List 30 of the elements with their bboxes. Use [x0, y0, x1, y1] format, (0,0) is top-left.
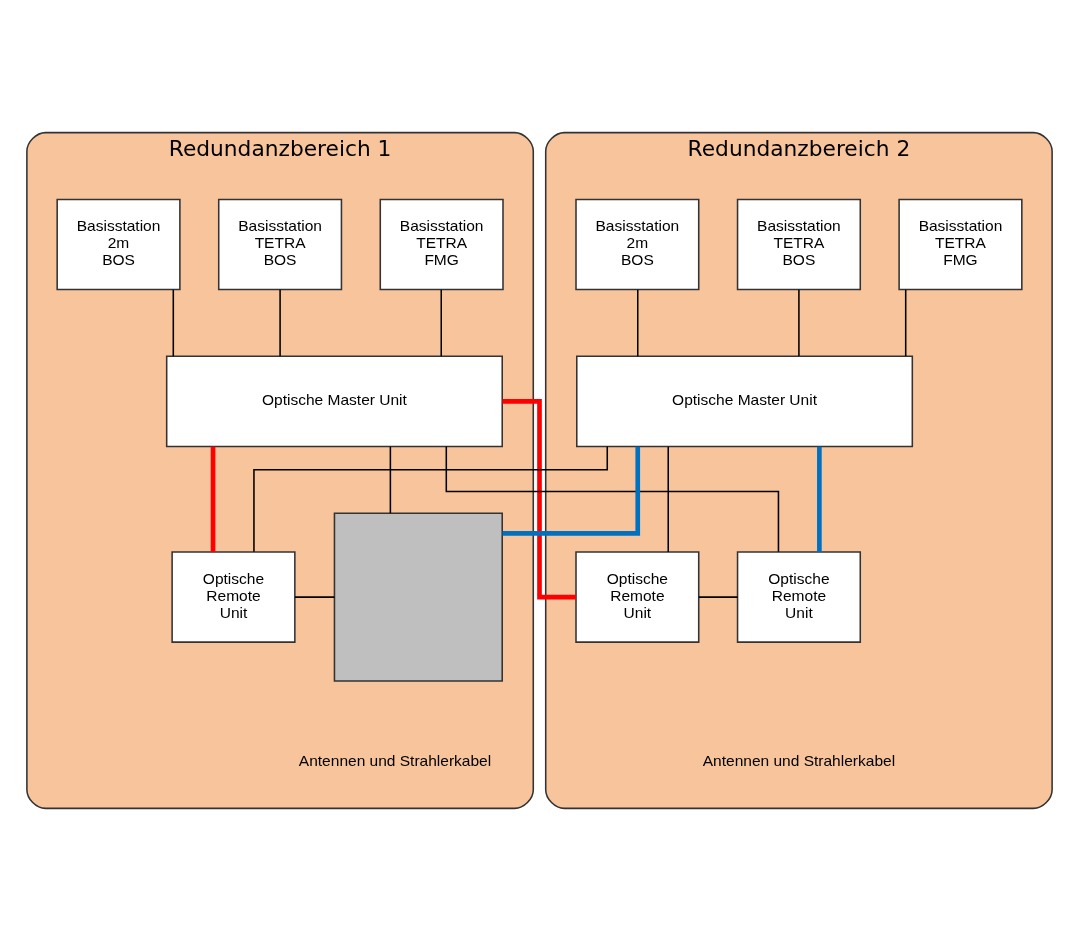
node-box: Optische Remote Unit	[575, 551, 700, 643]
connector	[294, 596, 336, 598]
node-box: Optische Master Unit	[165, 355, 503, 448]
connector	[698, 596, 739, 598]
label: Antennen und Strahlerkabel	[702, 752, 896, 770]
node-box: Optische Remote Unit	[171, 551, 296, 643]
connector	[817, 446, 822, 552]
connector	[172, 289, 175, 357]
node-box: Basisstation TETRA FMG	[379, 198, 504, 291]
node-box: Basisstation TETRA FMG	[898, 198, 1023, 291]
connector	[389, 446, 392, 514]
connector	[253, 445, 609, 553]
label: Antennen und Strahlerkabel	[298, 752, 492, 770]
connector	[440, 289, 443, 357]
connector	[210, 446, 216, 552]
connector	[279, 289, 281, 357]
node-box: Optische Remote Unit	[736, 551, 862, 643]
connector	[904, 289, 907, 357]
node-box: Basisstation 2m BOS	[575, 198, 700, 291]
connector	[502, 399, 576, 600]
connector	[798, 289, 800, 357]
connector	[636, 289, 639, 357]
connector	[667, 446, 669, 553]
node-box: Optische Master Unit	[576, 355, 914, 448]
node-box	[333, 512, 503, 682]
node-box: Basisstation 2m BOS	[56, 198, 181, 291]
node-box: Basisstation TETRA BOS	[736, 198, 862, 291]
connector	[445, 445, 780, 553]
connector	[502, 446, 641, 536]
node-box: Basisstation TETRA BOS	[217, 198, 343, 291]
